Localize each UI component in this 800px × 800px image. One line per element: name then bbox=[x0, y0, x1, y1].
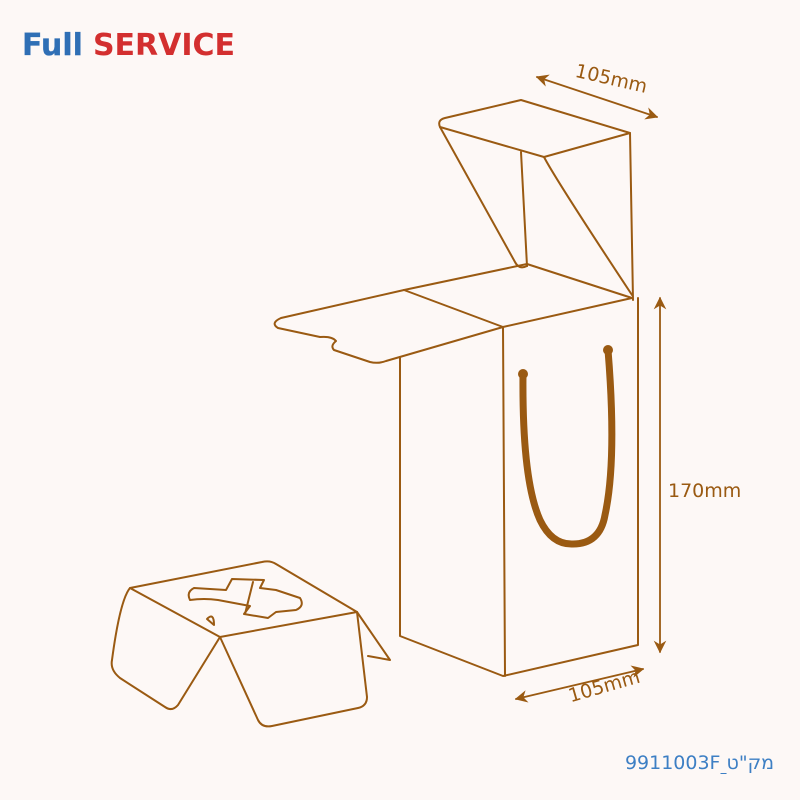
dim-arrow-top bbox=[535, 74, 659, 120]
handle-rivet-right bbox=[603, 345, 613, 355]
lid-flap-back bbox=[438, 99, 634, 301]
box-body bbox=[399, 297, 639, 677]
dim-arrow-bottom bbox=[514, 665, 645, 703]
dimension-height: 170mm bbox=[668, 480, 742, 502]
separate-lid bbox=[110, 560, 391, 728]
logo-full-text: Full bbox=[22, 28, 83, 63]
brand-logo: Full SERVICE bbox=[22, 28, 235, 64]
rope-handle bbox=[519, 346, 616, 548]
handle-rivet-left bbox=[518, 369, 528, 379]
box-top-opening bbox=[403, 263, 633, 328]
sku-link[interactable]: 9911003F מק"ט bbox=[625, 752, 774, 774]
sku-label: מק"ט bbox=[726, 752, 774, 774]
lid-flap-left bbox=[273, 289, 504, 364]
logo-service-text: SERVICE bbox=[92, 28, 236, 63]
sku-number: 9911003F bbox=[624, 752, 721, 774]
